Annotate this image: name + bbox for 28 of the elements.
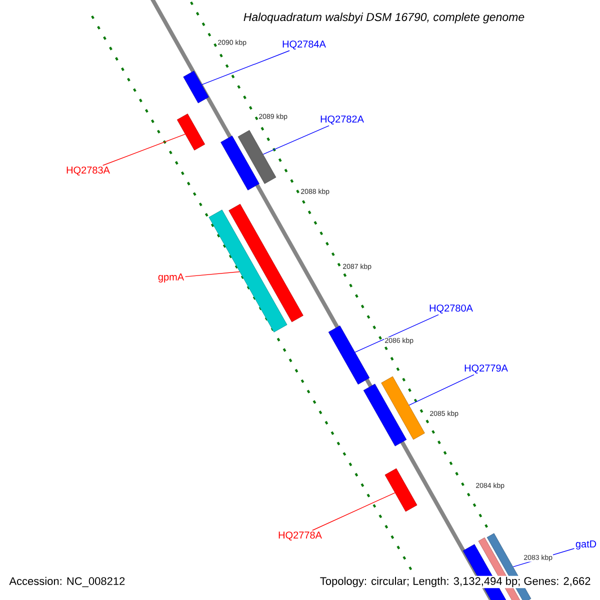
leader-line <box>408 374 474 406</box>
gene-bar <box>220 136 260 190</box>
gene-bar <box>183 70 209 104</box>
gene-label: HQ2783A <box>66 166 110 176</box>
gene-label: HQ2778A <box>278 532 322 540</box>
gene-bar <box>384 468 418 512</box>
gene-label: gatD <box>576 540 596 550</box>
gene-label: HQ2779A <box>464 364 508 374</box>
leader-line <box>354 314 439 353</box>
gene-bar <box>363 384 407 446</box>
gene-label: HQ2782A <box>320 116 364 124</box>
gene-bar <box>228 204 304 322</box>
gene-label: gpmA <box>158 274 184 282</box>
gene-bar <box>176 114 206 150</box>
leader-line <box>312 492 396 531</box>
gene-bar <box>238 130 276 184</box>
leader-line <box>202 50 290 86</box>
footer-text: Accession: NC_008212 <box>8 576 126 588</box>
footer-text: Topology: circular; Length: 3,132,494 bp; Genes: 2,662 <box>318 576 592 588</box>
gene-label: HQ2784A <box>282 40 326 50</box>
gene-bar <box>381 376 425 440</box>
gene-bar <box>328 326 370 385</box>
gene-label: HQ2780A <box>430 304 473 314</box>
gene-bar <box>208 210 288 332</box>
leader-line <box>262 125 330 155</box>
leader-line <box>184 271 240 278</box>
leader-line <box>102 134 186 166</box>
title: Haloquadratum walsbyi DSM 16790, complete genome <box>242 12 526 24</box>
